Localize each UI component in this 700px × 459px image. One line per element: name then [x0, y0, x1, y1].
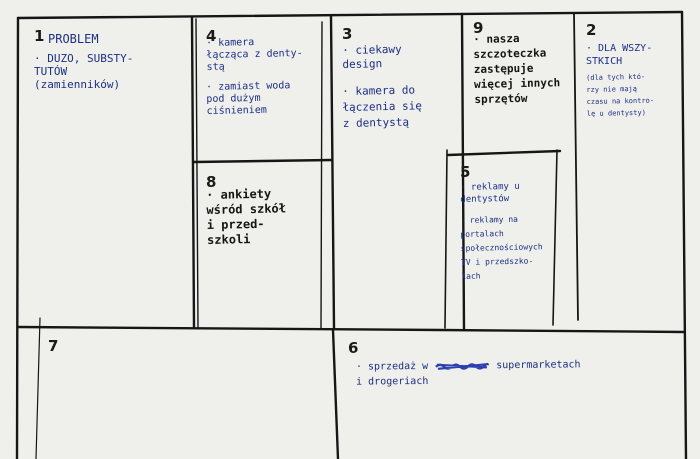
key-metrics-box: 8 · ankiety wśród szkół i przed- szkoli: [198, 168, 322, 252]
box-number: 7: [48, 337, 59, 355]
channels-box: 5 · reklamy u dentystów · reklamy na por…: [452, 158, 556, 288]
value-proposition-box: 3 · ciekawy design · kamera do łączenia …: [334, 20, 460, 136]
revenue-text-start: · sprzedaż w: [355, 360, 429, 373]
box-number: 2: [586, 21, 597, 39]
box-number: 9: [473, 19, 484, 37]
key-metrics-text: · ankiety wśród szkół i przed- szkoli: [206, 186, 287, 247]
scribbled-out-word-icon: [435, 362, 490, 370]
solution-item: · kamera łącząca z denty- stą: [206, 36, 303, 73]
box-number: 3: [342, 25, 353, 43]
customer-segments-box: 2 · DLA WSZY- STKICH (dla tych któ- rzy …: [578, 16, 682, 124]
box-number: 1: [34, 27, 45, 45]
value-proposition-item: · kamera do łączenia się z dentystą: [342, 83, 423, 130]
cost-structure-box: 7: [40, 332, 330, 452]
revenue-streams-text: · sprzedaż w supermarketach i drogeriach: [356, 356, 674, 389]
solution-item: · zamiast woda pod dużym ciśnieniem: [206, 80, 291, 117]
box-number: 8: [206, 173, 217, 191]
problem-title: PROBLEM: [48, 32, 99, 46]
revenue-streams-box: 6 · sprzedaż w supermarketach i drogeria…: [340, 334, 680, 454]
unfair-advantage-box: 9 · nasza szczoteczka zastępuje więcej i…: [465, 14, 573, 111]
customer-segments-title: · DLA WSZY- STKICH: [586, 43, 653, 67]
value-proposition-item: · ciekawy design: [342, 42, 402, 71]
solution-box: 4 · kamera łącząca z denty- stą · zamias…: [198, 22, 322, 122]
unfair-advantage-text: · nasza szczoteczka zastępuje więcej inn…: [473, 32, 561, 106]
channels-item: · reklamy u dentystów: [460, 181, 520, 205]
box-number: 6: [348, 339, 359, 357]
problem-text: · DUZO, SUBSTY- TUTÓW (zamienników): [34, 52, 134, 91]
problem-box: 1 PROBLEM · DUZO, SUBSTY- TUTÓW (zamienn…: [26, 22, 188, 95]
box-number: 5: [460, 163, 471, 181]
box-number: 4: [206, 27, 217, 45]
channels-item: · reklamy na portalach społecznościowych…: [460, 214, 543, 281]
customer-segments-text: (dla tych któ- rzy nie mają czasu na kon…: [586, 72, 655, 118]
